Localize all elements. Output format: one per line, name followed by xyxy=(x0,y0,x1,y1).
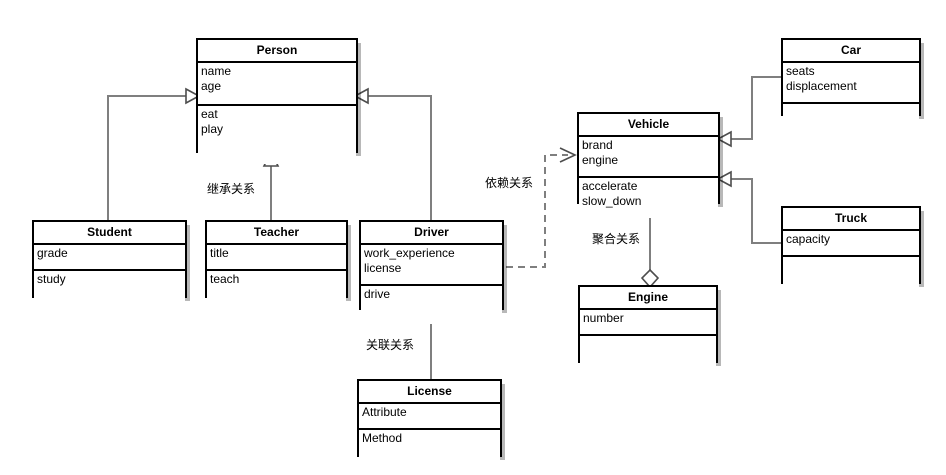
class-methods-vehicle: accelerate slow_down xyxy=(579,178,718,218)
class-title-driver: Driver xyxy=(361,222,502,245)
class-box-engine[interactable]: Engine number xyxy=(578,285,718,377)
method-row: Method xyxy=(362,431,403,445)
attribute-row: number xyxy=(583,311,624,325)
class-box-driver[interactable]: Driver work_experience license drive xyxy=(359,220,504,324)
method-row: play xyxy=(201,122,224,136)
attribute-row: age xyxy=(201,79,222,93)
class-methods-license: Method xyxy=(359,430,500,471)
attribute-row: license xyxy=(364,261,402,275)
edge-label-inheritance: 继承关系 xyxy=(207,182,256,196)
class-box-vehicle[interactable]: Vehicle brand engine accelerate slow_dow… xyxy=(577,112,720,218)
method-row: slow_down xyxy=(582,194,642,208)
class-box-car[interactable]: Car seats displacement xyxy=(781,38,921,130)
class-title-person: Person xyxy=(198,40,356,63)
edge-driver-person xyxy=(353,87,432,220)
edge-driver-vehicle xyxy=(506,147,577,268)
class-attributes-student: grade xyxy=(34,245,185,271)
class-box-student[interactable]: Student grade study xyxy=(32,220,187,312)
class-methods-student: study xyxy=(34,271,185,312)
edge-label-association: 关联关系 xyxy=(366,338,415,352)
class-title-license: License xyxy=(359,381,500,404)
class-methods-truck xyxy=(783,257,919,298)
class-title-engine: Engine xyxy=(580,287,716,310)
attribute-row: title xyxy=(210,246,229,260)
class-attributes-vehicle: brand engine xyxy=(579,137,718,178)
class-attributes-car: seats displacement xyxy=(783,63,919,104)
class-methods-person: eat play xyxy=(198,106,356,164)
method-row: teach xyxy=(210,272,240,286)
class-box-truck[interactable]: Truck capacity xyxy=(781,206,921,298)
class-attributes-person: name age xyxy=(198,63,356,106)
class-methods-engine xyxy=(580,336,716,377)
open-arrow-marker xyxy=(559,147,577,163)
class-attributes-truck: capacity xyxy=(783,231,919,257)
edge-student-person xyxy=(107,87,201,220)
edge-car-vehicle xyxy=(716,76,781,148)
attribute-row: seats xyxy=(786,64,815,78)
class-box-license[interactable]: License Attribute Method xyxy=(357,379,502,471)
method-row: eat xyxy=(201,107,218,121)
class-attributes-teacher: title xyxy=(207,245,346,271)
attribute-row: work_experience xyxy=(364,246,455,260)
class-methods-driver: drive xyxy=(361,286,502,324)
class-attributes-driver: work_experience license xyxy=(361,245,502,286)
class-attributes-license: Attribute xyxy=(359,404,500,430)
method-row: study xyxy=(37,272,66,286)
attribute-row: engine xyxy=(582,153,619,167)
class-box-person[interactable]: Person name age eat play xyxy=(196,38,358,164)
class-methods-car xyxy=(783,104,919,130)
attribute-row: displacement xyxy=(786,79,857,93)
method-row: drive xyxy=(364,287,391,301)
edge-label-aggregation: 聚合关系 xyxy=(592,232,641,246)
class-title-truck: Truck xyxy=(783,208,919,231)
attribute-row: grade xyxy=(37,246,68,260)
class-box-teacher[interactable]: Teacher title teach xyxy=(205,220,348,312)
attribute-row: name xyxy=(201,64,232,78)
class-title-car: Car xyxy=(783,40,919,63)
class-methods-teacher: teach xyxy=(207,271,346,312)
attribute-row: capacity xyxy=(786,232,831,246)
attribute-row: brand xyxy=(582,138,613,152)
edge-truck-vehicle xyxy=(716,170,781,244)
edge-label-dependency: 依赖关系 xyxy=(485,176,534,190)
class-title-student: Student xyxy=(34,222,185,245)
method-row: accelerate xyxy=(582,179,638,193)
class-attributes-engine: number xyxy=(580,310,716,336)
class-title-vehicle: Vehicle xyxy=(579,114,718,137)
attribute-row: Attribute xyxy=(362,405,407,419)
class-title-teacher: Teacher xyxy=(207,222,346,245)
